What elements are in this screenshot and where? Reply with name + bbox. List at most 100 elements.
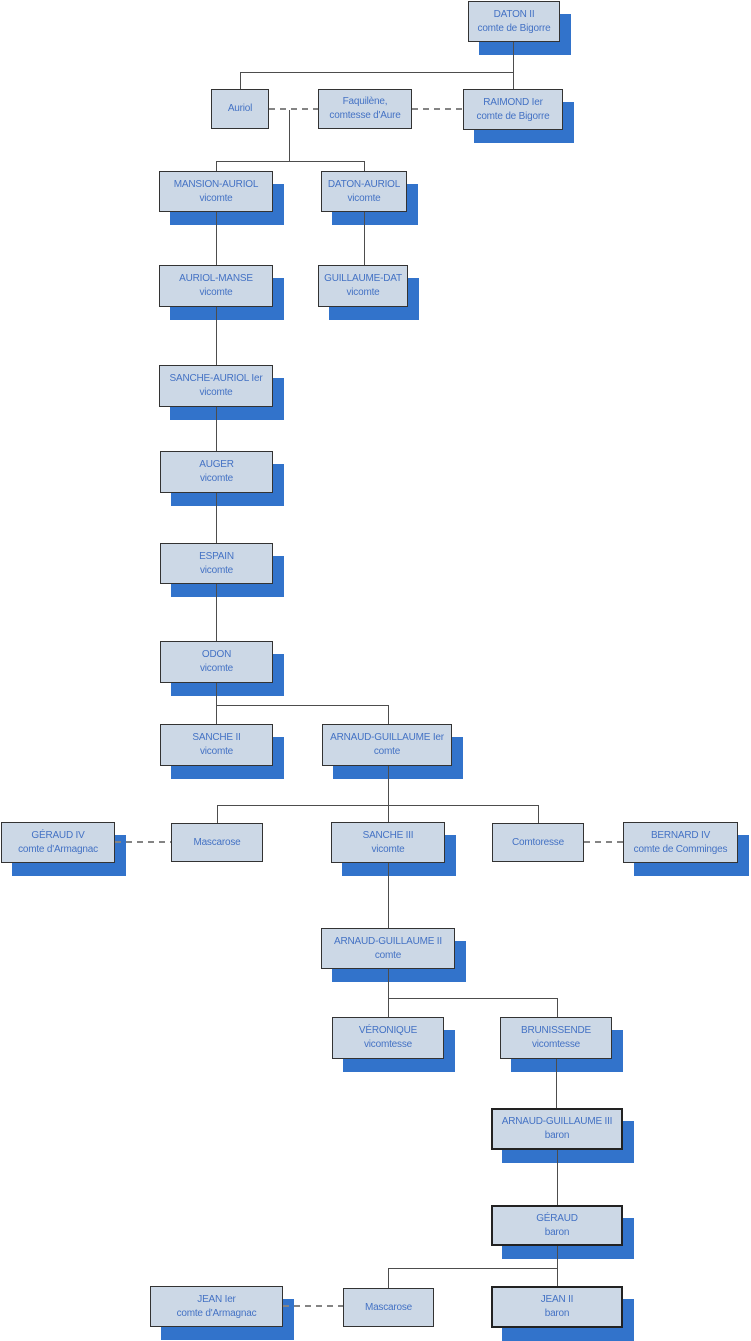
node-arnaud-guillaume-ii: ARNAUD-GUILLAUME II comte [321,928,455,969]
connector-line [388,863,389,928]
connector-line [364,161,365,171]
connector-line [557,1246,558,1286]
connector-line [216,161,217,171]
connector-line [216,705,388,706]
connector-line [216,212,217,265]
person-name: RAIMOND Ier [483,96,543,108]
person-title: vicomte [199,746,234,757]
person-name: GUILLAUME-DAT [324,273,402,284]
person-title: comte d'Armagnac [18,843,98,855]
connector-line [216,705,217,724]
connector-line [513,42,514,89]
connector-line [557,998,558,1017]
node-sanche-iii: SANCHE III vicomte [331,822,445,863]
connector-line [216,683,217,705]
person-name: DATON II [493,8,535,20]
node-mascarose-1: Mascarose [171,823,263,862]
marriage-dashed-line [412,108,463,110]
node-brunissende: BRUNISSENDE vicomtesse [500,1017,612,1059]
connector-line [388,1268,389,1288]
node-guillaume-dat: GUILLAUME-DAT vicomte [318,265,408,307]
person-name: DATON-AURIOL [327,178,401,190]
connector-line [388,998,389,1017]
person-title: comtesse d'Aure [329,110,401,121]
person-name: JEAN II [540,1294,574,1305]
node-faquilene: Faquilène, comtesse d'Aure [318,89,412,129]
node-jean-ier: JEAN Ier comte d'Armagnac [150,1286,283,1327]
person-title: baron [544,1308,570,1319]
person-title: comte d'Armagnac [176,1307,257,1319]
node-auriol: Auriol [211,89,269,129]
person-name: Faquilène, [342,96,388,107]
marriage-dashed-line [269,108,318,110]
node-sanche-ii: SANCHE II vicomte [160,724,273,766]
person-title: vicomte [199,473,234,484]
connector-line [388,969,389,998]
person-title: vicomte [371,843,405,855]
connector-line [388,766,389,822]
connector-line [216,307,217,365]
person-title: comte de Bigorre [476,110,550,122]
connector-line [557,1150,558,1205]
person-name: ESPAIN [199,550,234,562]
connector-line [538,805,539,823]
person-title: vicomtesse [363,1039,412,1050]
connector-line [556,1059,557,1108]
person-name: AUGER [199,459,234,470]
person-title: vicomte [347,192,381,204]
connector-line [216,161,364,162]
person-name: Comtoresse [512,836,564,848]
connector-line [388,705,389,724]
person-title: baron [544,1130,570,1141]
person-title: vicomtesse [531,1039,580,1050]
node-geraud: GÉRAUD baron [491,1205,623,1246]
node-auriol-manse: AURIOL-MANSE vicomte [159,265,273,307]
person-name: VÉRONIQUE [358,1025,418,1036]
node-jean-ii: JEAN II baron [491,1286,623,1328]
person-name: GÉRAUD IV [31,829,85,841]
person-title: vicomte [199,387,233,398]
person-title: vicomte [199,287,233,298]
node-arnaud-guillaume-ier: ARNAUD-GUILLAUME Ier comte [322,724,452,766]
node-veronique: VÉRONIQUE vicomtesse [332,1017,444,1059]
person-title: vicomte [199,564,234,576]
person-name: Auriol [227,103,253,114]
person-title: vicomte [199,192,233,204]
node-comtoresse: Comtoresse [492,823,584,862]
person-name: JEAN Ier [197,1293,236,1305]
marriage-dashed-line [115,841,171,843]
person-name: Mascarose [364,1301,413,1313]
person-title: baron [544,1226,570,1238]
person-name: SANCHE-AURIOL Ier [169,373,263,384]
person-name: Mascarose [193,836,241,848]
node-auger: AUGER vicomte [160,451,273,493]
connector-line [216,407,217,451]
connector-line [364,212,365,265]
node-bernard-iv: BERNARD IV comte de Comminges [623,822,738,863]
connector-line [217,805,218,823]
node-arnaud-guillaume-iii: ARNAUD-GUILLAUME III baron [491,1108,623,1150]
connector-line [216,493,217,543]
person-title: comte [373,746,401,757]
person-name: ARNAUD-GUILLAUME III [501,1116,613,1127]
node-sanche-auriol-ier: SANCHE-AURIOL Ier vicomte [159,365,273,407]
person-title: comte de Bigorre [477,22,551,34]
marriage-dashed-line [283,1305,343,1307]
person-name: ARNAUD-GUILLAUME Ier [330,732,444,743]
node-daton-auriol: DATON-AURIOL vicomte [321,171,407,212]
node-odon: ODON vicomte [160,641,273,683]
person-name: ARNAUD-GUILLAUME II [334,935,442,947]
node-daton-ii: DATON II comte de Bigorre [468,1,560,42]
person-name: BERNARD IV [650,829,711,841]
person-name: SANCHE II [192,732,241,743]
connector-line [217,805,538,806]
connector-line [388,1268,557,1269]
person-title: comte [374,949,402,961]
person-name: SANCHE III [362,829,414,841]
marriage-dashed-line [584,841,623,843]
connector-line [240,72,514,73]
node-mascarose-2: Mascarose [343,1288,434,1327]
connector-line [388,998,557,999]
person-name: ODON [201,649,232,660]
